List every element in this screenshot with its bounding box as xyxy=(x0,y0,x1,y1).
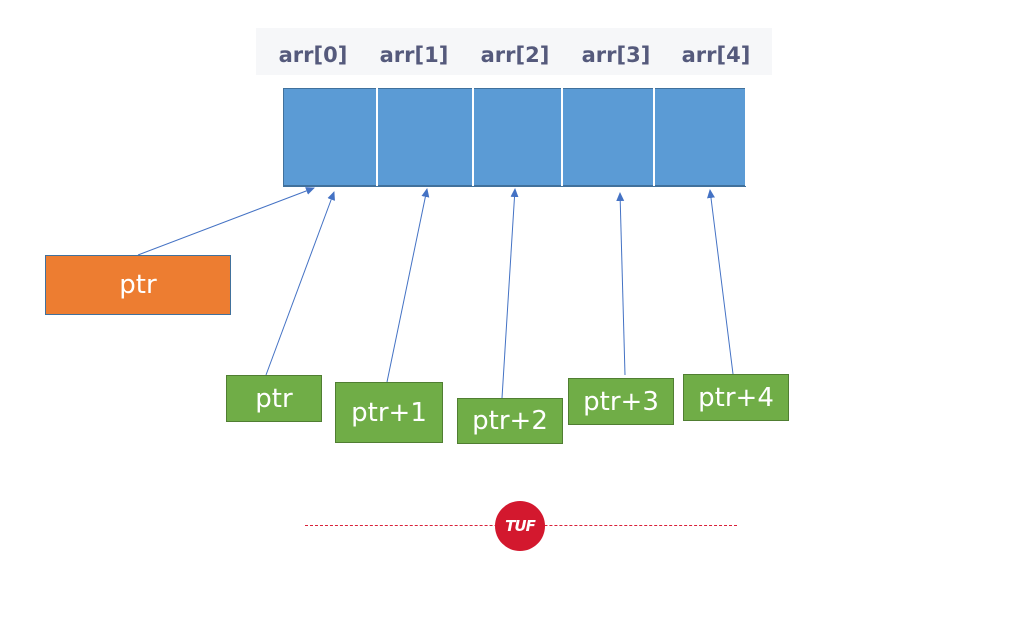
array-cell-3 xyxy=(563,88,653,186)
pointer-label-4: ptr+4 xyxy=(698,382,774,413)
index-label-1: arr[1] xyxy=(379,43,449,67)
arrow-ptr xyxy=(265,191,335,376)
tuf-logo: TUF xyxy=(495,501,545,551)
array-baseline xyxy=(283,186,746,187)
pointer-box-1: ptr+1 xyxy=(335,382,443,443)
arrow-base-ptr xyxy=(137,187,315,256)
pointer-box-3: ptr+3 xyxy=(568,378,674,425)
pointer-box-4: ptr+4 xyxy=(683,374,789,421)
arrow-ptr-plus-3 xyxy=(616,192,626,376)
array-cell-1 xyxy=(378,88,472,186)
index-header-band xyxy=(256,28,772,75)
index-label-2: arr[2] xyxy=(480,43,550,67)
pointer-box-0: ptr xyxy=(226,375,322,422)
index-label-4: arr[4] xyxy=(681,43,751,67)
array-cell-4 xyxy=(655,88,745,186)
array-cell-2 xyxy=(474,88,561,186)
base-pointer-label: ptr xyxy=(119,270,157,300)
pointer-label-1: ptr+1 xyxy=(351,397,427,428)
pointer-label-3: ptr+3 xyxy=(583,386,659,417)
index-label-0: arr[0] xyxy=(278,43,348,67)
base-pointer-box: ptr xyxy=(45,255,231,315)
pointer-box-2: ptr+2 xyxy=(457,398,563,444)
array-cell-0 xyxy=(283,88,376,186)
arrow-ptr-plus-1 xyxy=(386,188,430,383)
tuf-logo-text: TUF xyxy=(505,517,536,535)
arrow-ptr-plus-2 xyxy=(501,188,519,399)
arrow-ptr-plus-4 xyxy=(707,189,734,375)
pointer-label-0: ptr xyxy=(255,383,293,414)
index-label-3: arr[3] xyxy=(581,43,651,67)
pointer-label-2: ptr+2 xyxy=(472,406,548,436)
